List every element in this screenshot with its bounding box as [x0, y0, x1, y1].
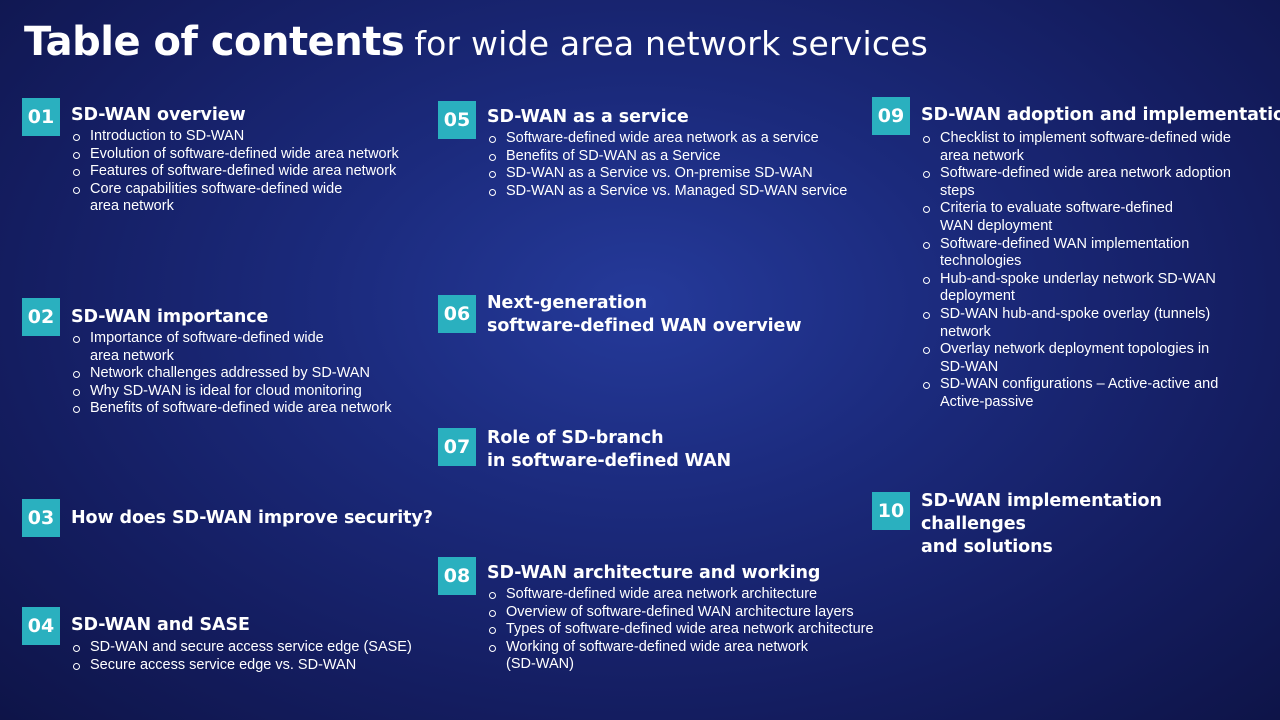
section-items: Software-defined wide area network as a …	[487, 130, 847, 200]
list-item: Benefits of software-defined wide area n…	[71, 400, 391, 418]
list-item: SD-WAN and secure access service edge (S…	[71, 639, 412, 657]
list-item: Evolution of software-defined wide area …	[71, 146, 399, 164]
section-items: Software-defined wide area network archi…	[487, 586, 874, 674]
list-item: Software-defined wide area network adopt…	[921, 165, 1231, 200]
section-heading: SD-WAN overview	[71, 105, 246, 125]
section-number: 07	[438, 428, 476, 466]
section-number: 01	[22, 98, 60, 136]
section-items: Importance of software-defined wide area…	[71, 330, 391, 418]
section-items: Introduction to SD-WAN Evolution of soft…	[71, 128, 399, 216]
list-item: SD-WAN as a Service vs. Managed SD-WAN s…	[487, 183, 847, 201]
section-heading: SD-WAN importance	[71, 307, 269, 327]
section-number: 08	[438, 557, 476, 595]
section-number: 10	[872, 492, 910, 530]
list-item: Features of software-defined wide area n…	[71, 163, 399, 181]
list-item: Hub-and-spoke underlay network SD-WAN de…	[921, 271, 1231, 306]
list-item: Overlay network deployment topologies in…	[921, 341, 1231, 376]
list-item: Overview of software-defined WAN archite…	[487, 604, 874, 622]
list-item: Criteria to evaluate software-defined WA…	[921, 200, 1231, 235]
section-number: 05	[438, 101, 476, 139]
section-heading: SD-WAN adoption and implementation	[921, 105, 1280, 125]
list-item: Network challenges addressed by SD-WAN	[71, 365, 391, 383]
section-heading: Role of SD-branch in software-defined WA…	[487, 428, 732, 471]
list-item: Types of software-defined wide area netw…	[487, 621, 874, 639]
section-items: Checklist to implement software-defined …	[921, 130, 1231, 412]
list-item: Introduction to SD-WAN	[71, 128, 399, 146]
list-item: Working of software-defined wide area ne…	[487, 639, 874, 674]
list-item: Importance of software-defined wide area…	[71, 330, 391, 365]
section-heading: How does SD-WAN improve security?	[71, 508, 433, 528]
section-heading: SD-WAN implementation challenges and sol…	[921, 491, 1162, 557]
section-heading: SD-WAN and SASE	[71, 615, 250, 635]
list-item: Why SD-WAN is ideal for cloud monitoring	[71, 383, 391, 401]
list-item: Software-defined wide area network as a …	[487, 130, 847, 148]
list-item: SD-WAN hub-and-spoke overlay (tunnels) n…	[921, 306, 1231, 341]
list-item: Benefits of SD-WAN as a Service	[487, 148, 847, 166]
page-title: Table of contents for wide area network …	[24, 22, 928, 62]
section-number: 03	[22, 499, 60, 537]
list-item: Secure access service edge vs. SD-WAN	[71, 657, 412, 675]
section-number: 02	[22, 298, 60, 336]
list-item: Software-defined WAN implementation tech…	[921, 236, 1231, 271]
list-item: Software-defined wide area network archi…	[487, 586, 874, 604]
title-light: for wide area network services	[414, 24, 929, 63]
section-heading: Next-generation software-defined WAN ove…	[487, 293, 802, 336]
list-item: SD-WAN as a Service vs. On-premise SD-WA…	[487, 165, 847, 183]
section-heading: SD-WAN architecture and working	[487, 563, 821, 583]
section-heading: SD-WAN as a service	[487, 107, 689, 127]
list-item: SD-WAN configurations – Active-active an…	[921, 376, 1231, 411]
section-number: 06	[438, 295, 476, 333]
section-number: 04	[22, 607, 60, 645]
section-number: 09	[872, 97, 910, 135]
list-item: Checklist to implement software-defined …	[921, 130, 1231, 165]
section-items: SD-WAN and secure access service edge (S…	[71, 639, 412, 674]
title-bold: Table of contents	[24, 19, 405, 65]
list-item: Core capabilities software-defined wide …	[71, 181, 399, 216]
